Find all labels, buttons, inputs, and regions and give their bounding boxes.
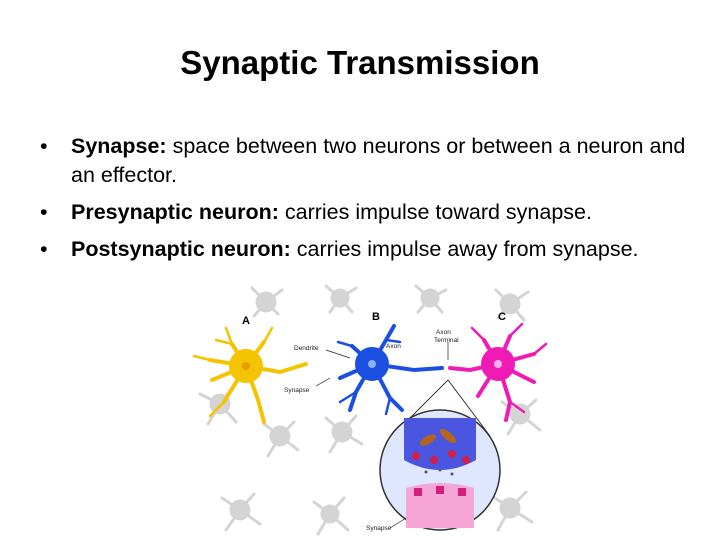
bullet-list: • Synapse: space between two neurons or b… bbox=[40, 132, 690, 272]
neuron-c bbox=[448, 322, 548, 422]
bullet-dot-icon: • bbox=[40, 200, 48, 224]
bullet-term: Synapse: bbox=[71, 134, 167, 158]
neuron-diagram: A B C Dendrite Axon Axon Terminal Synaps… bbox=[192, 284, 548, 536]
bullet-presynaptic: • Presynaptic neuron: carries impulse tow… bbox=[40, 198, 690, 227]
label-a: A bbox=[242, 315, 250, 327]
label-leader-lines bbox=[315, 342, 449, 529]
bullet-term: Postsynaptic neuron: bbox=[71, 237, 291, 261]
bullet-dot-icon: • bbox=[40, 237, 48, 261]
neuron-illustration: A B C Dendrite Axon Axon Terminal Synaps… bbox=[180, 284, 550, 540]
bullet-text: carries impulse toward synapse. bbox=[278, 200, 592, 224]
slide-title: Synaptic Transmission bbox=[180, 44, 540, 81]
label-b: B bbox=[372, 311, 380, 323]
label-synapse-top: Synapse bbox=[284, 387, 310, 394]
label-c: C bbox=[498, 311, 506, 323]
label-synapse-bottom: Synapse bbox=[366, 525, 392, 532]
bullet-synapse: • Synapse: space between two neurons or b… bbox=[40, 132, 690, 190]
bullet-postsynaptic: • Postsynaptic neuron: carries impulse aw… bbox=[40, 235, 690, 264]
label-axon: Axon bbox=[386, 343, 401, 350]
label-dendrite: Dendrite bbox=[294, 345, 319, 352]
background-neurons bbox=[198, 284, 542, 536]
neuron-b bbox=[336, 324, 444, 416]
bullet-text: space between two neurons or between a n… bbox=[71, 134, 686, 187]
label-axon-terminal-1: Axon bbox=[436, 329, 451, 336]
bullet-dot-icon: • bbox=[40, 134, 48, 158]
label-axon-terminal-2: Terminal bbox=[434, 337, 459, 344]
neuron-a bbox=[192, 326, 308, 424]
bullet-text: carries impulse away from synapse. bbox=[290, 237, 639, 261]
bullet-term: Presynaptic neuron: bbox=[71, 200, 279, 224]
synapse-magnified bbox=[379, 409, 501, 531]
